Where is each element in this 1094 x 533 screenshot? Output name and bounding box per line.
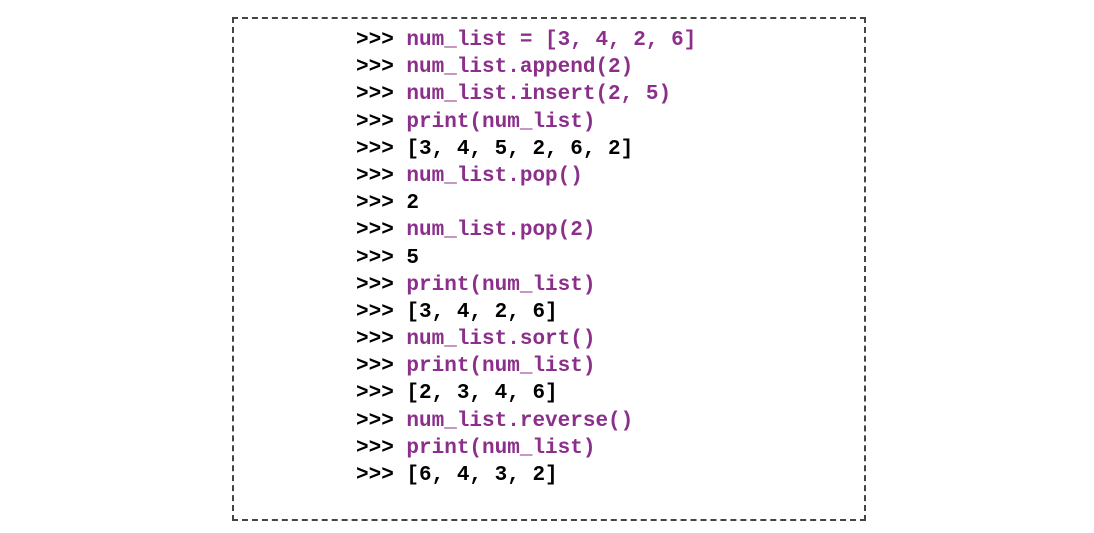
output-value: 2 [406, 192, 420, 216]
input-code: num_list = [3, 4, 2, 6] [406, 29, 697, 52]
prompt-marker: >>> [356, 137, 394, 161]
output-value: [3, 4, 5, 2, 6, 2] [406, 137, 634, 161]
code-line: >>> print(num_list) [356, 272, 696, 299]
code-line: >>> [2, 3, 4, 6] [356, 380, 696, 407]
code-line: >>> num_list.append(2) [356, 54, 696, 81]
prompt-marker: >>> [356, 246, 394, 270]
code-line: >>> print(num_list) [356, 109, 696, 136]
output-value: 5 [406, 246, 420, 270]
code-line: >>> num_list.pop(2) [356, 217, 696, 244]
code-line: >>> [3, 4, 2, 6] [356, 299, 696, 326]
code-line: >>> print(num_list) [356, 435, 696, 462]
code-line: >>> print(num_list) [356, 353, 696, 380]
prompt-marker: >>> [356, 164, 394, 188]
input-code: num_list.pop(2) [406, 219, 596, 243]
input-code: print(num_list) [406, 436, 596, 460]
prompt-marker: >>> [356, 382, 394, 406]
code-line: >>> num_list.insert(2, 5) [356, 81, 696, 108]
prompt-marker: >>> [356, 273, 394, 297]
code-line: >>> num_list = [3, 4, 2, 6] [356, 27, 696, 54]
output-value: [6, 4, 3, 2] [406, 464, 558, 487]
code-line: >>> [6, 4, 3, 2] [356, 462, 696, 489]
input-code: print(num_list) [406, 355, 596, 379]
prompt-marker: >>> [356, 464, 394, 487]
input-code: num_list.pop() [406, 164, 583, 188]
prompt-marker: >>> [356, 219, 394, 243]
code-line: >>> num_list.pop() [356, 163, 696, 190]
input-code: print(num_list) [406, 273, 596, 297]
code-line: >>> num_list.sort() [356, 326, 696, 353]
code-line: >>> 2 [356, 190, 696, 217]
input-code: num_list.reverse() [406, 409, 634, 433]
input-code: num_list.sort() [406, 328, 596, 352]
prompt-marker: >>> [356, 29, 394, 52]
prompt-marker: >>> [356, 192, 394, 216]
prompt-marker: >>> [356, 355, 394, 379]
input-code: print(num_list) [406, 110, 596, 134]
input-code: num_list.insert(2, 5) [406, 83, 672, 107]
prompt-marker: >>> [356, 328, 394, 352]
code-line: >>> [3, 4, 5, 2, 6, 2] [356, 136, 696, 163]
prompt-marker: >>> [356, 409, 394, 433]
prompt-marker: >>> [356, 110, 394, 134]
python-session: >>> num_list = [3, 4, 2, 6] >>> num_list… [356, 27, 696, 489]
prompt-marker: >>> [356, 300, 394, 324]
input-code: num_list.append(2) [406, 56, 634, 80]
output-value: [2, 3, 4, 6] [406, 382, 558, 406]
code-listing-frame: >>> num_list = [3, 4, 2, 6] >>> num_list… [232, 17, 866, 521]
code-line: >>> 5 [356, 245, 696, 272]
code-line: >>> num_list.reverse() [356, 408, 696, 435]
prompt-marker: >>> [356, 83, 394, 107]
prompt-marker: >>> [356, 436, 394, 460]
output-value: [3, 4, 2, 6] [406, 300, 558, 324]
prompt-marker: >>> [356, 56, 394, 80]
